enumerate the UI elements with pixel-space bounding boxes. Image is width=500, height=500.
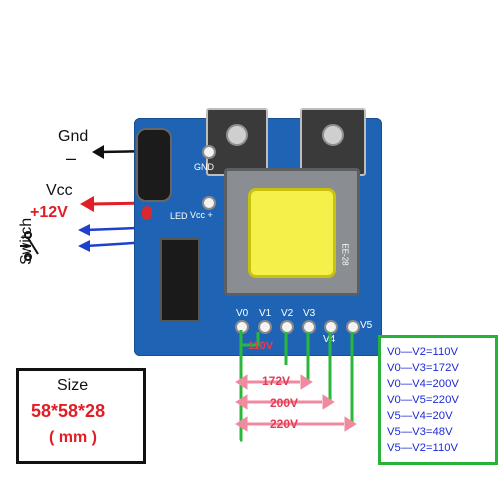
led-silk: LED	[170, 211, 188, 221]
legend-line: V0—V5=220V	[387, 394, 459, 406]
switch-arrowhead-bottom	[78, 240, 90, 252]
legend-line: V0—V4=200V	[387, 378, 459, 390]
gnd-silk: GND	[194, 162, 214, 172]
regulator-right-screw	[322, 124, 344, 146]
pin-label-v5: V5	[360, 320, 373, 331]
switch-label: Switch	[18, 217, 35, 265]
output-110v: 110V	[248, 340, 274, 352]
voltage-legend: V0—V2=110V V0—V3=172V V0—V4=200V V0—V5=2…	[378, 335, 498, 465]
switch-symbol	[20, 231, 39, 261]
legend-line: V0—V2=110V	[387, 346, 459, 358]
legend-line: V5—V2=110V	[387, 442, 459, 454]
vcc-silk: Vcc +	[190, 210, 213, 220]
pin-label-v3: V3	[303, 308, 316, 319]
size-title: Size	[57, 377, 89, 394]
ic-chip	[160, 238, 200, 322]
output-200v: 200V	[270, 396, 299, 410]
pin-v1	[258, 320, 272, 334]
size-dims: 58*58*28	[31, 401, 106, 421]
size-box: Size 58*58*28 ( mm )	[16, 368, 146, 464]
vcc-value: +12V	[30, 204, 68, 221]
gnd-pad	[202, 145, 216, 159]
gnd-arrowhead	[92, 145, 104, 159]
capacitor	[136, 128, 172, 202]
led	[142, 206, 152, 220]
regulator-left-screw	[226, 124, 248, 146]
output-172v: 172V	[262, 374, 291, 388]
legend-line: V5—V4=20V	[387, 410, 453, 422]
vcc-label: Vcc	[46, 182, 73, 199]
regulator-left	[206, 108, 268, 176]
pin-label-v0: V0	[236, 308, 249, 319]
legend-line: V0—V3=172V	[387, 362, 459, 374]
legend-line: V5—V3=48V	[387, 426, 453, 438]
vcc-arrowhead	[80, 196, 94, 212]
pin-label-v1: V1	[259, 308, 272, 319]
size-unit: ( mm )	[49, 429, 97, 446]
vcc-pad	[202, 196, 216, 210]
output-220v: 220V	[270, 417, 299, 431]
pin-label-v2: V2	[281, 308, 294, 319]
transformer-coil	[248, 188, 336, 278]
gnd-label: Gnd	[58, 128, 89, 145]
gnd-minus: –	[66, 148, 77, 168]
switch-arrowhead-top	[78, 224, 90, 236]
